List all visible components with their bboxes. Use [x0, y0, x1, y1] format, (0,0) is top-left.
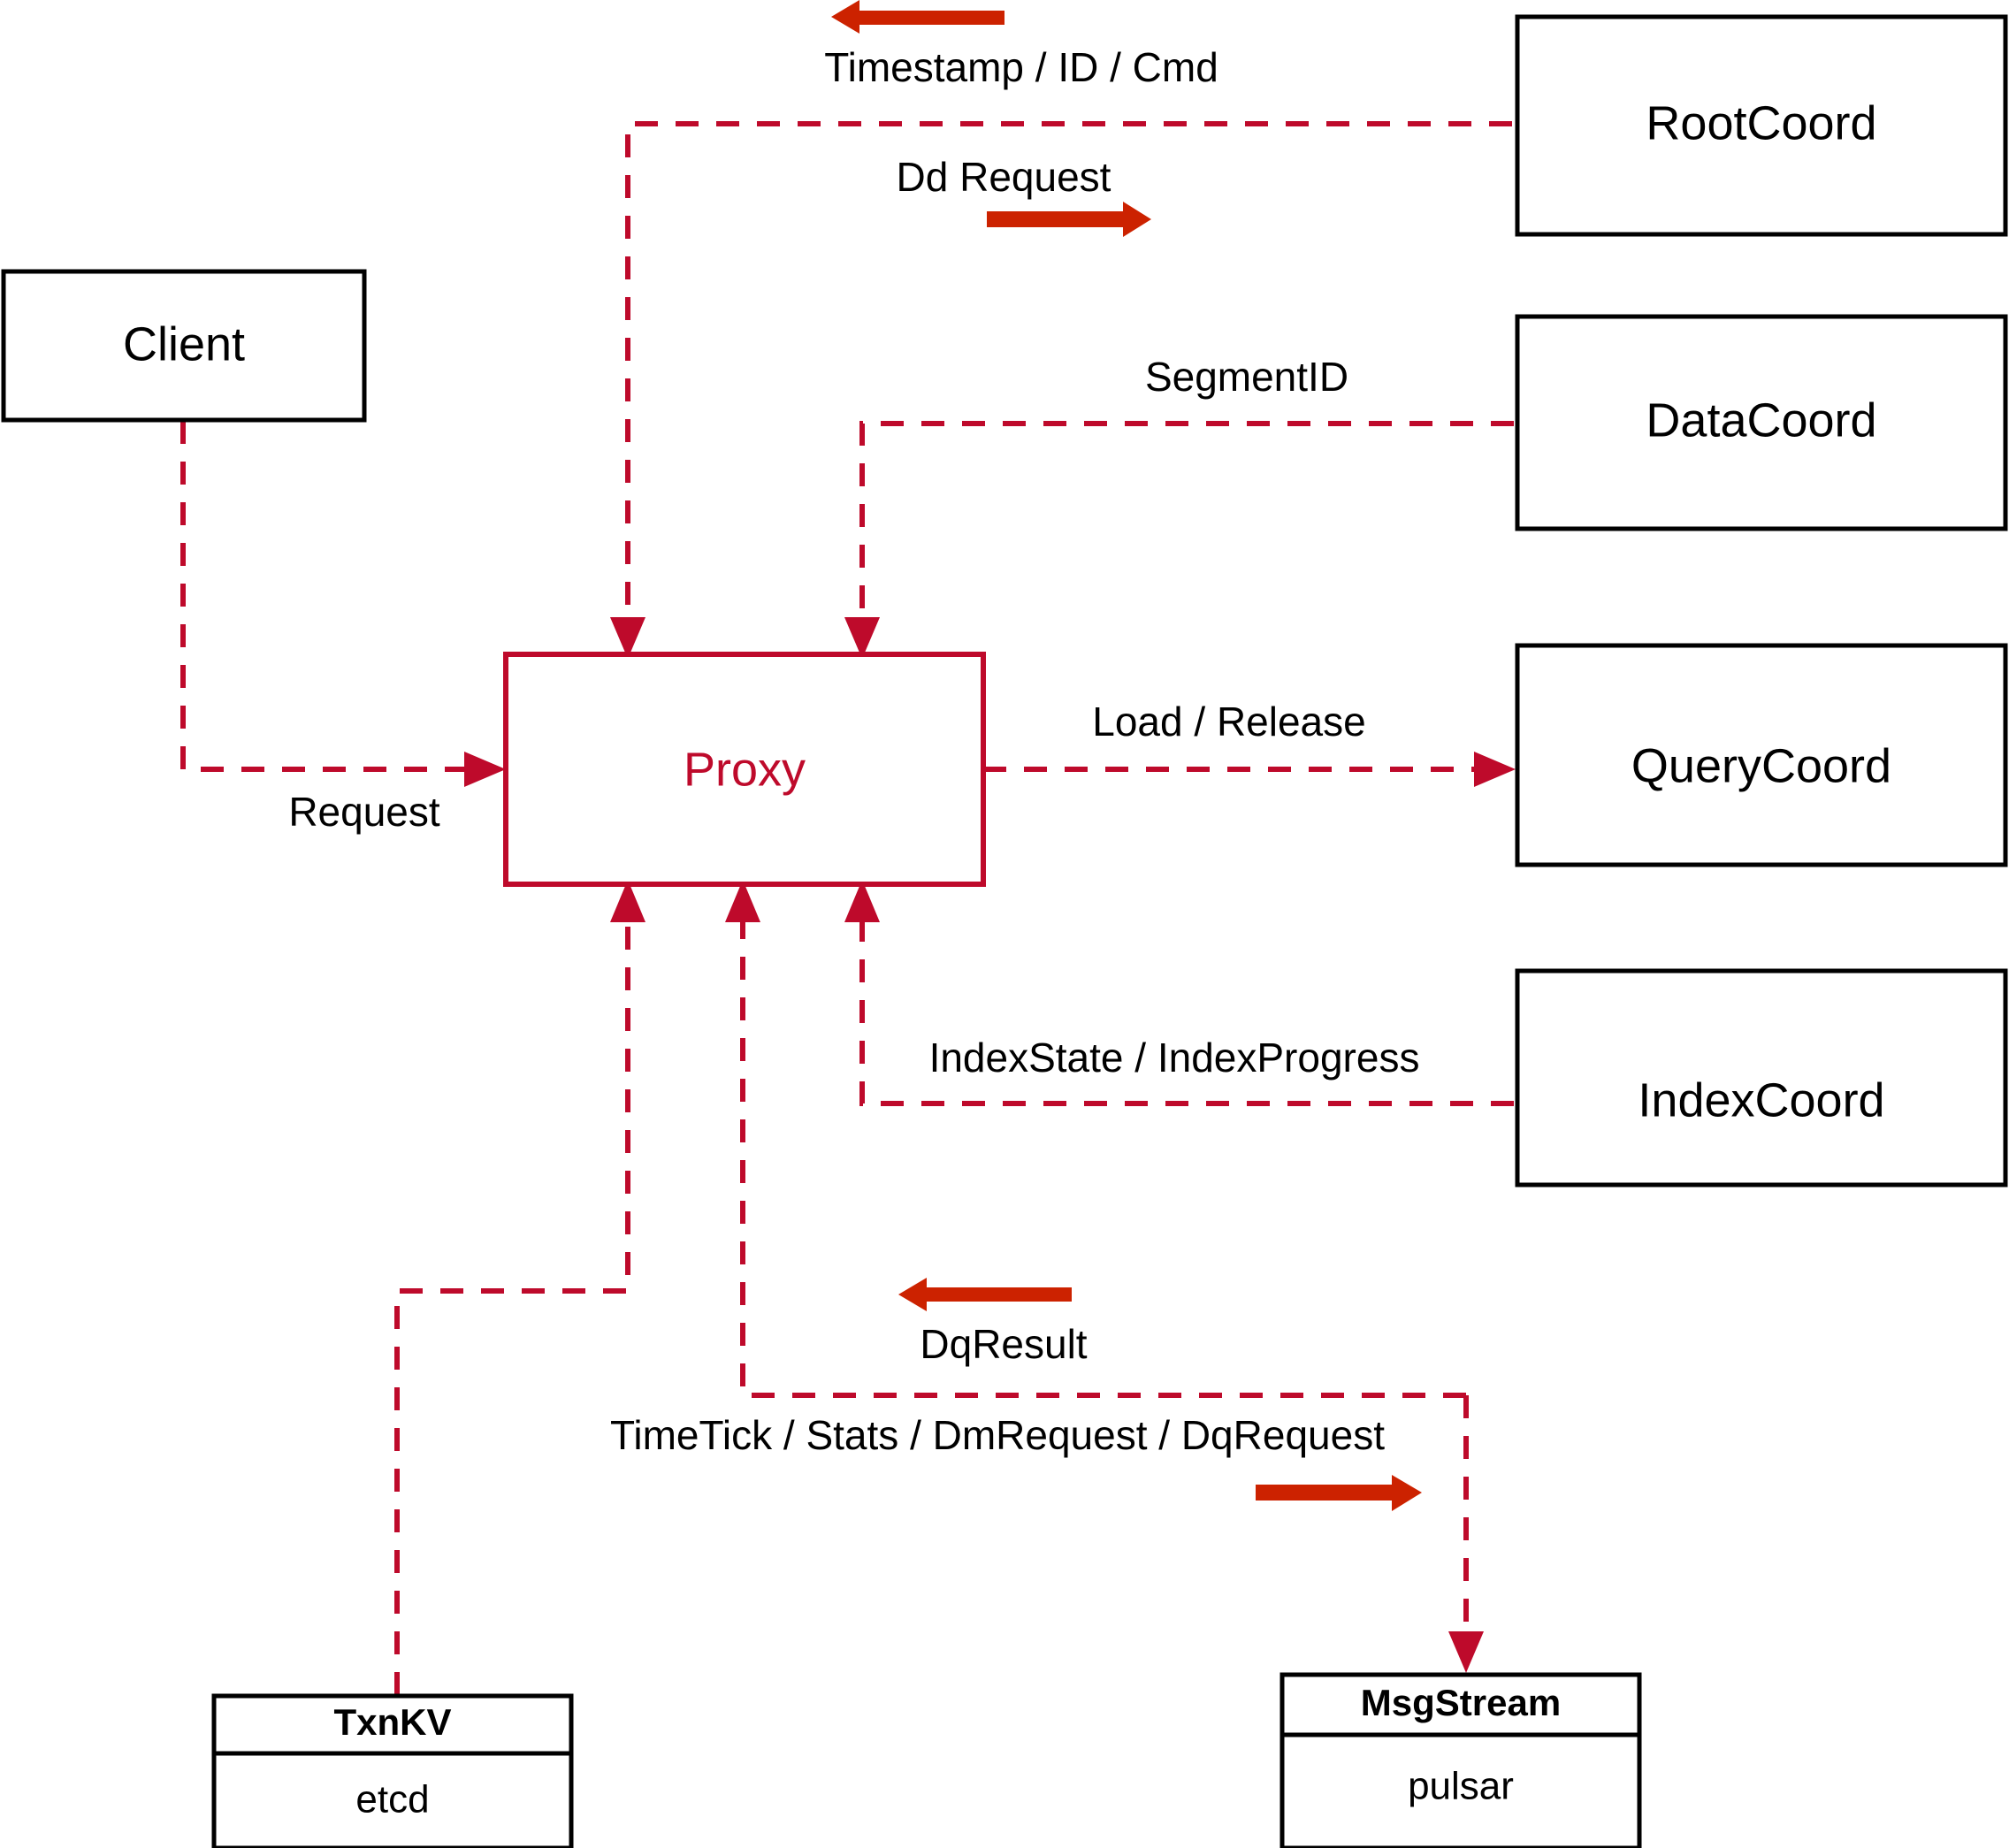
node-txnkv-title: TxnKV	[333, 1701, 451, 1743]
flow-proxy-to-msgstream	[1448, 1395, 1484, 1673]
node-datacoord-label: DataCoord	[1646, 393, 1876, 447]
node-client[interactable]: Client	[1, 269, 367, 423]
edge-label-load-release: Load / Release	[1092, 699, 1365, 745]
direction-arrow-timestamp-left	[831, 0, 1004, 34]
node-indexcoord[interactable]: IndexCoord	[1515, 968, 2008, 1187]
edge-label-dq-result: DqResult	[920, 1321, 1087, 1367]
node-msgstream-impl: pulsar	[1408, 1765, 1514, 1808]
flow-rootcoord-to-proxy	[610, 121, 1512, 659]
node-rootcoord-label: RootCoord	[1646, 96, 1876, 149]
node-msgstream[interactable]: MsgStream pulsar	[1279, 1672, 1642, 1848]
edge-label-index-state: IndexState / IndexProgress	[929, 1035, 1420, 1081]
direction-arrow-timetick-right	[1256, 1475, 1422, 1511]
node-datacoord[interactable]: DataCoord	[1515, 314, 2008, 531]
edge-label-timestamp-id-cmd: Timestamp / ID / Cmd	[824, 44, 1218, 90]
direction-arrow-dqresult-left	[898, 1278, 1072, 1311]
node-txnkv-impl: etcd	[355, 1778, 429, 1821]
node-indexcoord-label: IndexCoord	[1638, 1073, 1884, 1126]
edge-label-timetick-stats: TimeTick / Stats / DmRequest / DqRequest	[610, 1412, 1385, 1458]
flow-indexcoord-to-proxy	[844, 880, 1514, 1106]
edge-label-request: Request	[288, 789, 440, 835]
node-querycoord-label: QueryCoord	[1631, 739, 1891, 792]
node-msgstream-title: MsgStream	[1361, 1682, 1561, 1723]
node-rootcoord[interactable]: RootCoord	[1515, 14, 2008, 237]
direction-arrow-ddrequest-right	[987, 202, 1151, 237]
flow-proxy-to-querycoord	[983, 752, 1516, 787]
flow-msgstream-to-proxy	[725, 880, 1466, 1398]
flow-client-to-proxy	[180, 421, 506, 787]
node-proxy-label: Proxy	[684, 743, 806, 796]
node-txnkv[interactable]: TxnKV etcd	[211, 1693, 574, 1848]
node-querycoord[interactable]: QueryCoord	[1515, 643, 2008, 867]
edge-label-dd-request: Dd Request	[897, 154, 1111, 200]
node-proxy[interactable]: Proxy	[503, 652, 986, 887]
flow-datacoord-to-proxy	[844, 421, 1514, 659]
edge-label-segment-id: SegmentID	[1145, 354, 1348, 400]
flow-txnkv-to-proxy	[394, 880, 645, 1695]
node-client-label: Client	[123, 317, 245, 370]
